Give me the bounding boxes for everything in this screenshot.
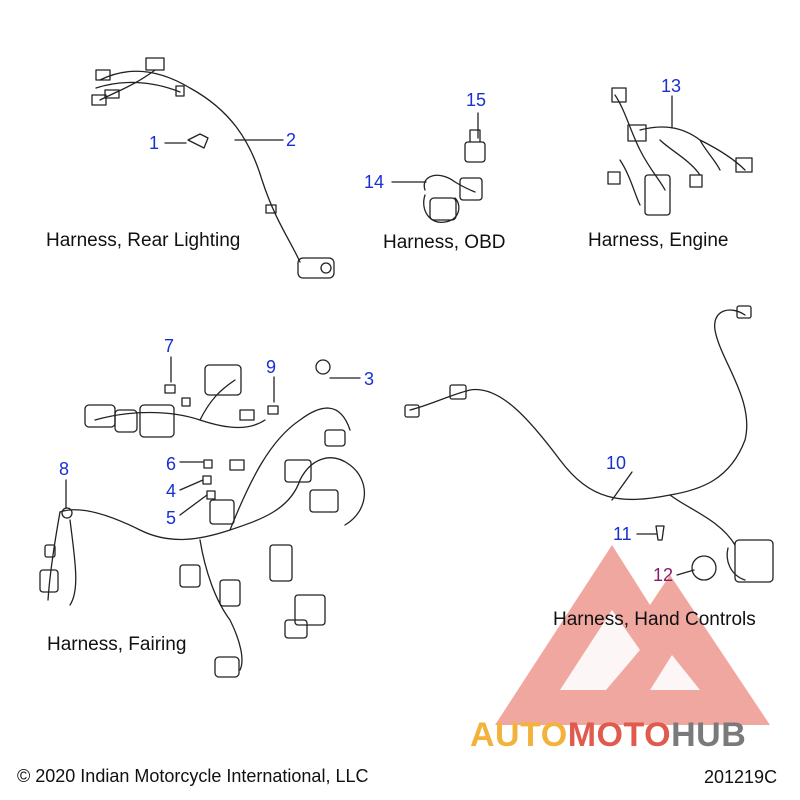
caption-engine: Harness, Engine	[588, 230, 729, 251]
callout-11: 11	[613, 524, 632, 544]
watermark-auto: AUTO	[470, 716, 568, 754]
leader-10	[611, 471, 633, 501]
leader-5	[179, 494, 208, 516]
watermark-triangle	[495, 545, 770, 725]
caption-obd: Harness, OBD	[383, 232, 506, 253]
copyright-text: © 2020 Indian Motorcycle International, …	[17, 766, 369, 786]
caption-rear-lighting: Harness, Rear Lighting	[46, 230, 241, 251]
diagram-id: 201219C	[704, 767, 778, 787]
callout-5: 5	[166, 508, 177, 528]
watermark-logo: AUTOMOTOHUB	[470, 716, 746, 755]
callout-6: 6	[166, 454, 177, 474]
callout-12: 12	[653, 565, 674, 585]
callout-2: 2	[286, 130, 297, 150]
engine-harness	[607, 87, 753, 216]
callout-7: 7	[164, 336, 175, 356]
callout-8: 8	[59, 459, 70, 479]
callout-13: 13	[661, 76, 682, 96]
callout-3: 3	[364, 369, 375, 389]
fairing-harness	[39, 359, 366, 678]
hand-controls-harness	[404, 305, 774, 583]
leader-4	[179, 479, 204, 491]
callout-15: 15	[466, 90, 487, 110]
rear-lighting-harness	[91, 57, 335, 279]
callout-4: 4	[166, 481, 177, 501]
watermark-hub: HUB	[671, 716, 747, 754]
leader-12	[676, 569, 695, 576]
obd-harness	[423, 129, 486, 223]
callout-10: 10	[606, 453, 627, 473]
callout-14: 14	[364, 172, 385, 192]
watermark-moto: MOTO	[567, 716, 672, 754]
caption-hand-controls: Harness, Hand Controls	[553, 609, 756, 630]
callout-1: 1	[149, 133, 160, 153]
callout-9: 9	[266, 357, 277, 377]
caption-fairing: Harness, Fairing	[47, 634, 187, 655]
